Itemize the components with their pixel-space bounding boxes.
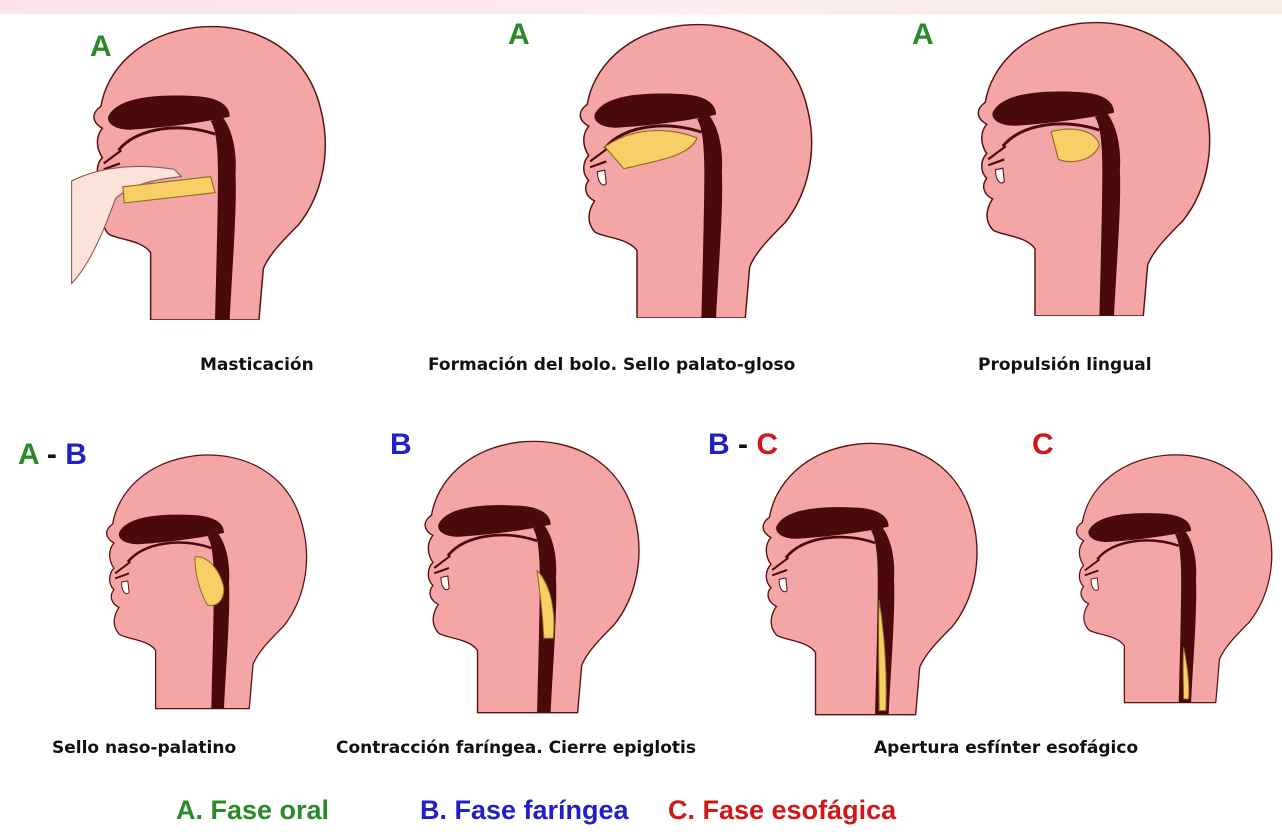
tag-letter-oral: A xyxy=(912,18,934,51)
panel-tag-1: A xyxy=(90,32,112,62)
tag-separator: - xyxy=(47,438,57,471)
legend-esophageal: C. Fase esofágica xyxy=(668,795,896,826)
legend-oral: A. Fase oral xyxy=(176,795,329,826)
caption-formacion: Formación del bolo. Sello palato-gloso xyxy=(428,355,795,375)
tag-letter-pharyngeal: B xyxy=(708,428,730,461)
tag-letter-oral: A xyxy=(90,30,112,63)
tag-separator: - xyxy=(738,428,748,461)
head-diagram xyxy=(100,440,315,718)
panel-apertura-2 xyxy=(1070,432,1280,720)
tag-letter-esophageal: C xyxy=(1032,428,1054,461)
top-band-decoration xyxy=(0,0,1282,14)
caption-propulsion: Propulsión lingual xyxy=(978,355,1152,375)
caption-sello: Sello naso-palatino xyxy=(52,738,236,758)
tag-letter-pharyngeal: B xyxy=(390,428,412,461)
tag-letter-pharyngeal: B xyxy=(65,438,87,471)
head-diagram xyxy=(756,432,986,720)
panel-tag-5: B xyxy=(390,430,412,460)
panel-sello xyxy=(100,440,315,718)
panel-masticacion xyxy=(46,20,346,320)
head-diagram xyxy=(46,20,346,320)
head-diagram xyxy=(572,18,822,318)
panel-tag-6: B - C xyxy=(708,430,778,460)
caption-masticacion: Masticación xyxy=(200,355,314,375)
panel-formacion xyxy=(572,18,822,318)
head-diagram xyxy=(418,430,648,718)
panel-tag-4: A - B xyxy=(18,440,87,470)
caption-contraccion: Contracción faríngea. Cierre epiglotis xyxy=(336,738,696,758)
panel-tag-3: A xyxy=(912,20,934,50)
tag-letter-esophageal: C xyxy=(756,428,778,461)
tag-letter-oral: A xyxy=(508,18,530,51)
tag-letter-oral: A xyxy=(18,438,39,471)
legend-pharyngeal: B. Fase faríngea xyxy=(420,795,629,826)
panel-tag-2: A xyxy=(508,20,530,50)
caption-apertura: Apertura esfínter esofágico xyxy=(874,738,1138,758)
panel-tag-7: C xyxy=(1032,430,1054,460)
panel-apertura-1 xyxy=(756,432,986,720)
panel-propulsion xyxy=(970,16,1220,316)
head-diagram xyxy=(1070,432,1280,720)
head-diagram xyxy=(970,16,1220,316)
panel-contraccion xyxy=(418,430,648,718)
